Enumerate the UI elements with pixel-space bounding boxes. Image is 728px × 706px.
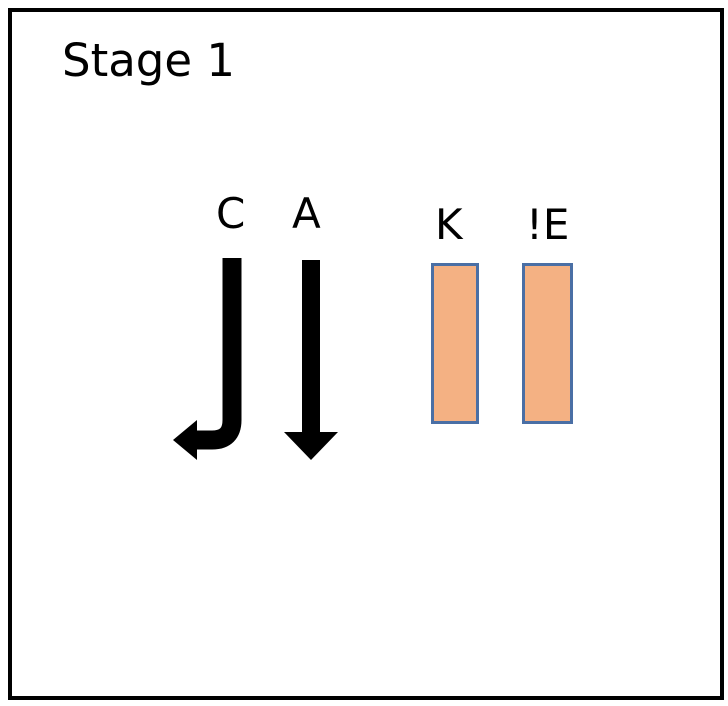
stage-frame [8,8,724,700]
label-c: C [216,189,246,238]
label-not-e: !E [526,200,570,249]
label-a: A [292,189,321,238]
not-e-box [522,263,573,424]
label-k: K [435,200,463,249]
k-box [431,263,479,424]
stage-title: Stage 1 [62,34,235,87]
